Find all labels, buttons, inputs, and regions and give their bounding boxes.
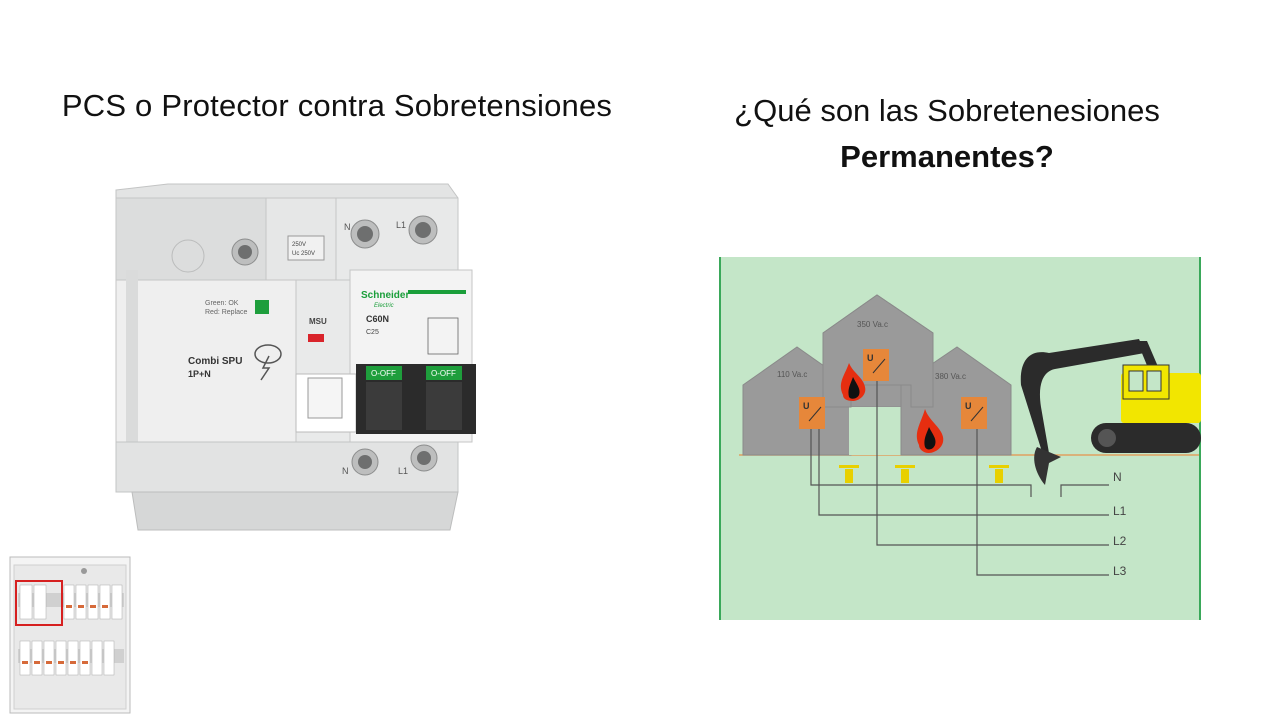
title-right-line1: ¿Qué son las Sobretenesiones (734, 93, 1160, 128)
terminal-n-top: N (344, 222, 351, 232)
status-green-label: Green: OK (205, 300, 239, 307)
title-right-line2: Permanentes? (840, 139, 1054, 174)
brand-sub-label: Electric (374, 303, 394, 309)
surge-protector-image: N L1 250V Uc 250V Green: OK Red: Replace… (115, 183, 476, 531)
distribution-panel-image (9, 556, 131, 714)
module-poles: 1P+N (188, 369, 211, 379)
fire-icon-1 (840, 363, 866, 401)
terminal-l1-bottom: L1 (398, 466, 408, 476)
voltage-label-1: 250V (292, 242, 306, 248)
meter-icon-2: U (863, 349, 889, 381)
status-led-icon (255, 300, 269, 314)
model-label: C60N (366, 314, 389, 324)
rating-label: C25 (366, 329, 379, 336)
terminal-l1-top: L1 (396, 220, 406, 230)
lightning-cloud-icon (254, 344, 282, 381)
overvoltage-diagram: 110 Va.c 350 Va.c 380 Va.c U U U N (719, 257, 1201, 620)
house1-voltage: 110 Va.c (777, 370, 807, 379)
msu-label: MSU (309, 317, 327, 326)
msu-indicator-icon (308, 334, 324, 342)
meter-icon-1: U (799, 397, 825, 429)
terminal-n-bottom: N (342, 466, 349, 476)
highlight-box (15, 580, 63, 626)
line-l1-label: L1 (1113, 504, 1127, 518)
house2-voltage: 350 Va.c (857, 320, 888, 329)
meter-icon-3: U (961, 397, 987, 429)
voltage-label-2: Uc 250V (292, 251, 315, 257)
module-name: Combi SPU (188, 356, 242, 367)
line-l3-label: L3 (1113, 564, 1127, 578)
status-red-label: Red: Replace (205, 309, 248, 316)
slide-title-left: PCS o Protector contra Sobretensiones (61, 88, 613, 123)
svg-text:U: U (965, 401, 972, 411)
fire-icon-2 (916, 409, 944, 453)
house3-voltage: 380 Va.c (935, 372, 966, 381)
excavator-icon (1020, 339, 1201, 485)
svg-text:U: U (803, 401, 810, 411)
line-n-label: N (1113, 470, 1122, 484)
line-l2-label: L2 (1113, 534, 1127, 548)
brand-label: Schneider (361, 290, 409, 301)
slide-title-right: ¿Qué son las Sobretenesiones Permanentes… (660, 88, 1234, 180)
switch-label-1: O-OFF (371, 369, 396, 378)
svg-text:U: U (867, 353, 874, 363)
switch-label-2: O-OFF (431, 369, 456, 378)
